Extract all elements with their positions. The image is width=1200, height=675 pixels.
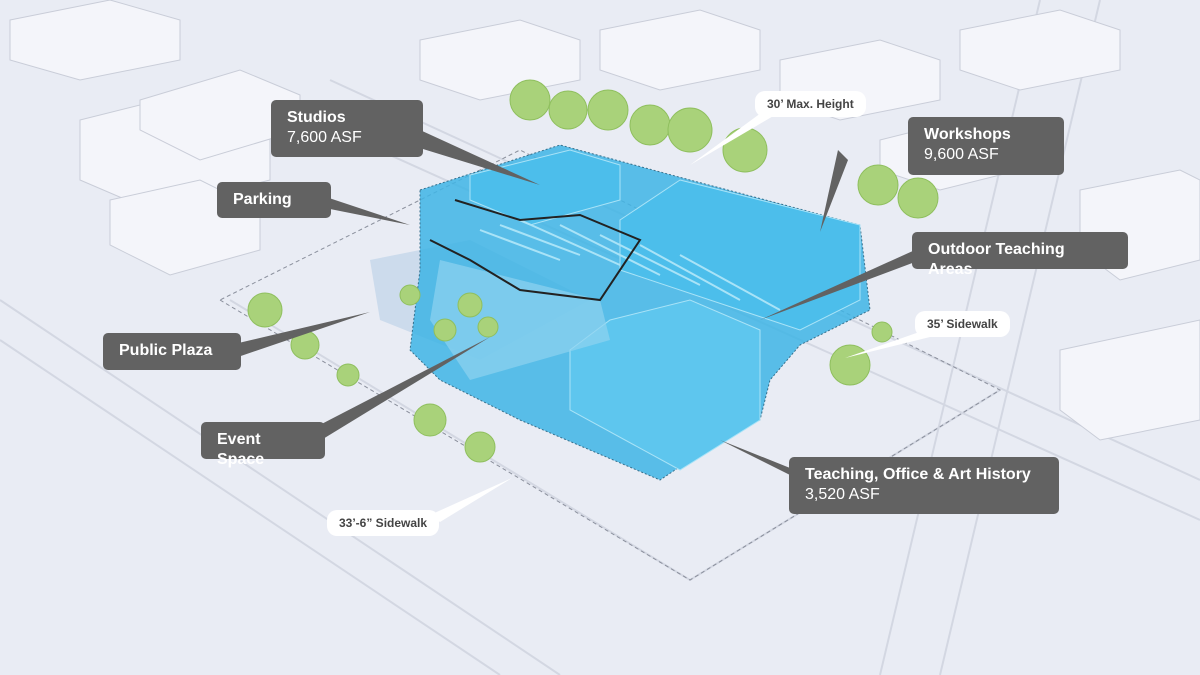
callout-max-height: 30’ Max. Height [755,91,866,117]
label-outdoor-teaching-title: Outdoor Teaching Areas [928,241,1065,278]
label-studios-area: 7,600 ASF [287,129,362,146]
label-parking: Parking [217,182,331,218]
callout-sidewalk-35: 35’ Sidewalk [915,311,1010,337]
site-boundary [218,149,1002,581]
leader-lines [230,130,915,480]
label-studios-title: Studios [287,109,346,126]
label-event-space: Event Space [201,422,325,468]
label-teaching-area: 3,520 ASF [805,486,880,503]
label-workshops-title: Workshops [924,126,1011,143]
label-public-plaza: Public Plaza [103,333,241,370]
label-teaching-office: Teaching, Office & Art History 3,520 ASF [789,457,1059,514]
label-outdoor-teaching: Outdoor Teaching Areas [912,232,1128,278]
label-teaching-title: Teaching, Office & Art History [805,466,1031,483]
building-massing [409,144,871,481]
label-event-space-title: Event Space [217,431,265,468]
label-workshops-area: 9,600 ASF [924,146,999,163]
label-parking-title: Parking [233,191,292,208]
label-studios: Studios 7,600 ASF [271,100,423,157]
callout-lines [430,110,930,522]
callout-sidewalk-33: 33’-6” Sidewalk [327,510,440,536]
label-workshops: Workshops 9,600 ASF [908,117,1064,175]
label-public-plaza-title: Public Plaza [119,342,213,359]
